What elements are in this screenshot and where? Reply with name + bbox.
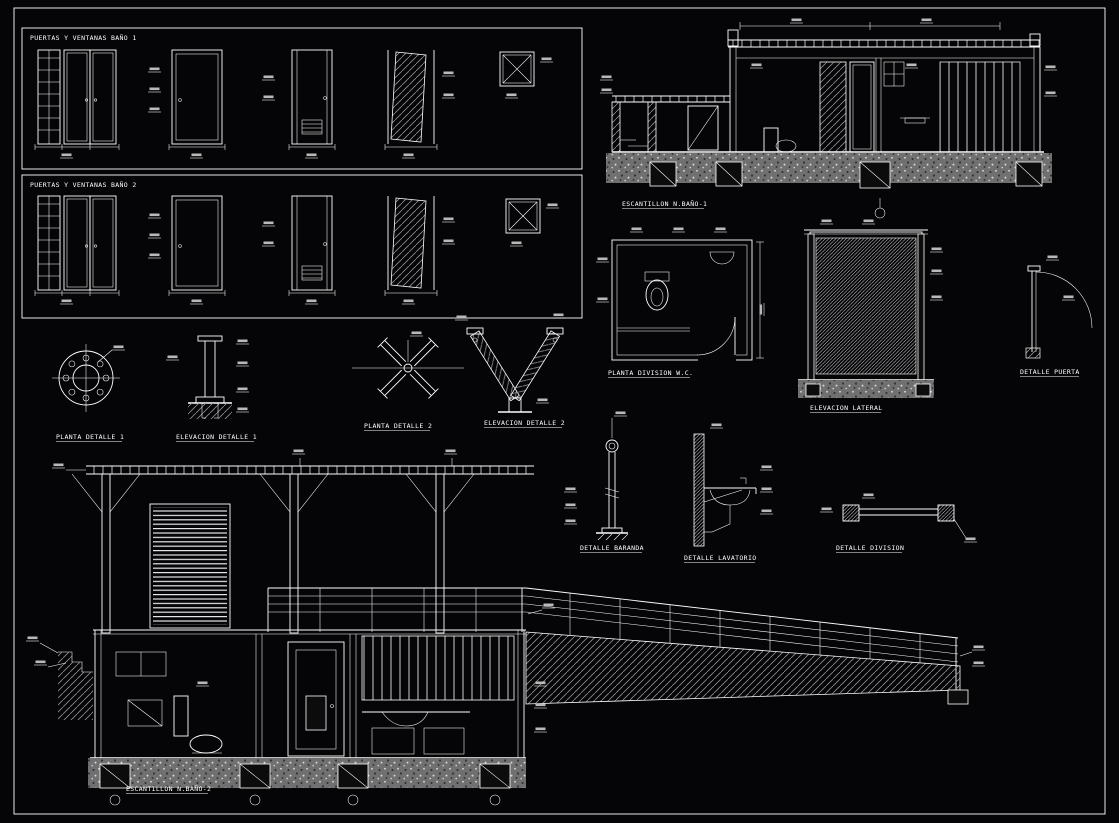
- axis-bubble: [347, 794, 359, 806]
- detail-puerta: DETALLE PUERTA: [1020, 255, 1093, 377]
- axis-bubble: [109, 794, 121, 806]
- dimension-annotations: [165, 339, 250, 413]
- label-planta-wc: PLANTA DIVISION W.C.: [608, 369, 693, 377]
- section-escantillon-bano-1: ESCANTILLON N.BAÑO-1: [599, 18, 1058, 219]
- door-elevation-narrow: [288, 49, 336, 151]
- label-elevacion-detalle-1: ELEVACION DETALLE 1: [176, 433, 257, 441]
- label-detalle-puerta: DETALLE PUERTA: [1020, 368, 1080, 376]
- plan-division-wc: PLANTA DIVISION W.C.: [595, 227, 765, 378]
- window-elevation: [499, 51, 535, 87]
- label-detalle-lavatorio: DETALLE LAVATORIO: [684, 554, 756, 562]
- door-elevation-single: [168, 195, 226, 297]
- sheet-border: [13, 7, 1106, 815]
- axis-bubble: [489, 794, 501, 806]
- louver-screen: [149, 503, 231, 629]
- detail-lavatorio: DETALLE LAVATORIO: [684, 423, 774, 563]
- door-elevation-single: [168, 49, 226, 151]
- label-panel2-title: PUERTAS Y VENTANAS BAÑO 2: [30, 180, 137, 189]
- detail-planta-2: PLANTA DETALLE 2: [352, 331, 464, 431]
- label-panel1-title: PUERTAS Y VENTANAS BAÑO 1: [30, 33, 137, 42]
- label-elevacion-detalle-2: ELEVACION DETALLE 2: [484, 419, 565, 427]
- window-grille: [361, 635, 515, 701]
- dimension-annotations: [59, 57, 554, 159]
- dimension-annotations: [709, 423, 774, 515]
- detail-elevacion-1: ELEVACION DETALLE 1: [165, 335, 257, 442]
- dimension-annotations: [59, 203, 560, 305]
- detail-division: DETALLE DIVISION: [819, 493, 978, 553]
- panel-puertas-ventanas-bano-2: PUERTAS Y VENTANAS BAÑO 2: [21, 174, 583, 319]
- axis-bubble: [249, 794, 261, 806]
- window-elevation: [505, 198, 541, 234]
- label-escantillon-1: ESCANTILLON N.BAÑO-1: [622, 199, 707, 208]
- door-elevation-double: [34, 195, 120, 297]
- elevation-lateral: ELEVACION LATERAL: [798, 219, 944, 413]
- label-planta-detalle-2: PLANTA DETALLE 2: [364, 422, 432, 430]
- label-elevacion-lateral: ELEVACION LATERAL: [810, 404, 882, 412]
- label-escantillon-2: ESCANTILLON N.BAÑO-2: [126, 784, 211, 793]
- dimension-annotations: [563, 487, 578, 525]
- door-elevation-hatched: [384, 195, 438, 297]
- axis-bubble: [874, 207, 886, 219]
- door-elevation-double: [34, 49, 120, 151]
- ramp-slab: [525, 631, 961, 705]
- ground-hatch: [88, 758, 526, 788]
- detail-elevacion-2: ELEVACION DETALLE 2: [454, 313, 566, 428]
- detail-planta-1: PLANTA DETALLE 1: [52, 344, 126, 442]
- label-detalle-baranda: DETALLE BARANDA: [580, 544, 644, 552]
- door-elevation-hatched: [384, 49, 438, 151]
- label-detalle-division: DETALLE DIVISION: [836, 544, 904, 552]
- detail-baranda: DETALLE BARANDA: [563, 411, 644, 553]
- panel-puertas-ventanas-bano-1: PUERTAS Y VENTANAS BAÑO 1: [21, 27, 583, 170]
- dimension-annotations: [595, 227, 765, 317]
- section-escantillon-bano-2: ESCANTILLON N.BAÑO-2: [25, 449, 986, 806]
- label-planta-detalle-1: PLANTA DETALLE 1: [56, 433, 124, 441]
- door-elevation-narrow: [288, 195, 336, 297]
- dimension-annotations: [959, 645, 986, 667]
- ground-hatch: [606, 153, 1052, 183]
